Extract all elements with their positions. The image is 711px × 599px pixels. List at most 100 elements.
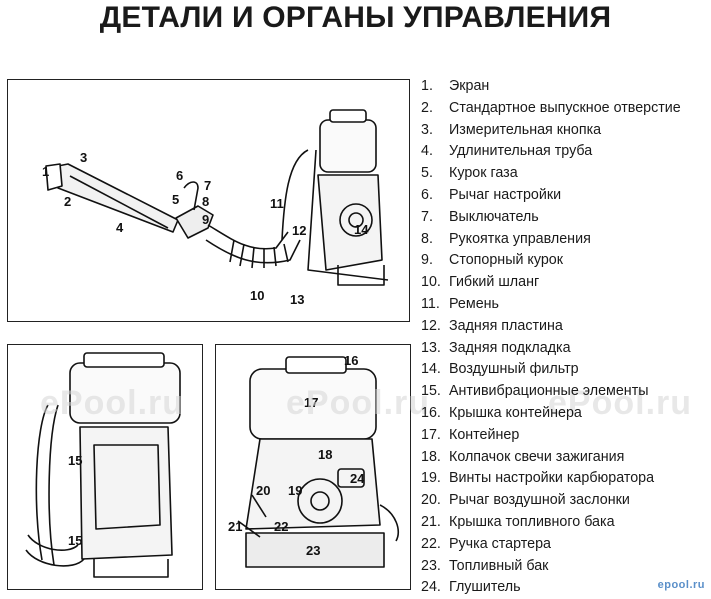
legend-item-label: Измерительная кнопка [449, 121, 602, 138]
blower-overview-illustration: 1 3 2 4 5 6 7 8 9 10 11 12 13 14 [42, 109, 389, 307]
callout-2: 2 [64, 194, 71, 209]
legend-item-number: 17. [421, 426, 441, 443]
legend-item-label: Стопорный курок [449, 252, 563, 269]
legend-item: 23. Топливный бак [421, 556, 711, 578]
legend-item: 13. Задняя подкладка [421, 338, 711, 360]
legend-item-number: 19. [421, 470, 441, 487]
legend-item-label: Крышка контейнера [449, 404, 582, 421]
callout-12: 12 [292, 223, 306, 238]
callout-5: 5 [172, 192, 179, 207]
blower-side-view-illustration: 15 15 [25, 352, 181, 578]
callout-15-lower: 15 [68, 533, 82, 548]
callout-4: 4 [116, 220, 124, 235]
legend-item: 8.Рукоятка управления [421, 229, 711, 251]
parts-legend-list: 1. Экран 2. Стандартное выпускное отверстие… [421, 76, 711, 599]
legend-item: 1. Экран [421, 76, 711, 98]
legend-item: 4. Удлинительная труба [421, 141, 711, 163]
legend-item-number: 22. [421, 535, 441, 552]
page-title: ДЕТАЛИ И ОРГАНЫ УПРАВЛЕНИЯ [99, 1, 612, 34]
legend-item-number: 2. [421, 99, 433, 116]
callout-11: 11 [270, 196, 284, 211]
legend-item-number: 23. [421, 557, 441, 574]
legend-item-label: Контейнер [449, 426, 520, 443]
legend-item: 20. Рычаг воздушной заслонки [421, 490, 711, 512]
legend-item: 18. Колпачок свечи зажигания [421, 447, 711, 469]
callout-23: 23 [306, 543, 320, 558]
legend-item-label: Рычаг воздушной заслонки [449, 492, 630, 509]
legend-item-label: Ремень [449, 295, 499, 312]
legend-item-number: 6. [421, 186, 433, 203]
callout-20: 20 [256, 483, 270, 498]
callout-22: 22 [274, 519, 288, 534]
legend-item: 15. Антивибрационные элементы [421, 381, 711, 403]
legend-item-number: 20. [421, 492, 441, 509]
legend-item-label: Глушитель [449, 579, 521, 596]
legend-item-label: Винты настройки карбюратора [449, 470, 655, 487]
callout-19: 19 [288, 483, 302, 498]
legend-item-label: Антивибрационные элементы [449, 383, 649, 400]
legend-item-label: Воздушный фильтр [449, 361, 579, 378]
legend-item: 7. Выключатель [421, 207, 711, 229]
legend-item: 24. Глушитель [421, 577, 711, 599]
diagram-rear-view-panel: 16 17 18 19 20 21 22 23 24 [215, 344, 411, 590]
callout-1: 1 [42, 164, 49, 179]
legend-item-number: 10. [421, 274, 441, 291]
callout-9: 9 [202, 212, 209, 227]
legend-item: 6. Рычаг настройки [421, 185, 711, 207]
legend-item: 3. Измерительная кнопка [421, 120, 711, 142]
callout-17: 17 [304, 395, 318, 410]
legend-item-label: Колпачок свечи зажигания [449, 448, 625, 465]
callout-6: 6 [176, 168, 183, 183]
legend-item-number: 9. [421, 252, 433, 269]
legend-item: 11. Ремень [421, 294, 711, 316]
legend-item-number: 7. [421, 208, 433, 225]
legend-item: 9. Стопорный курок [421, 250, 711, 272]
legend-item-number: 4. [421, 143, 433, 160]
legend-item: 2. Стандартное выпускное отверстие [421, 98, 711, 120]
legend-item-label: Курок газа [449, 165, 518, 182]
callout-14: 14 [354, 222, 369, 237]
legend-item-number: 13. [421, 339, 441, 356]
diagram-overview-panel: 1 3 2 4 5 6 7 8 9 10 11 12 13 14 [7, 79, 410, 322]
legend-item-number: 8. [421, 230, 433, 247]
callout-8: 8 [202, 194, 209, 209]
legend-item: 12. Задняя пластина [421, 316, 711, 338]
legend-item: 17. Контейнер [421, 425, 711, 447]
legend-item: 16. Крышка контейнера [421, 403, 711, 425]
legend-item-number: 12. [421, 317, 441, 334]
diagram-side-view-panel: 15 15 [7, 344, 203, 590]
legend-item-number: 24. [421, 579, 441, 596]
legend-item-label: Ручка стартера [449, 535, 551, 552]
callout-16: 16 [344, 353, 358, 368]
legend-item: 5. Курок газа [421, 163, 711, 185]
callout-18: 18 [318, 447, 332, 462]
legend-item-number: 18. [421, 448, 441, 465]
legend-item-label: Гибкий шланг [449, 274, 540, 291]
legend-item-label: Задняя пластина [449, 317, 563, 334]
legend-item-number: 1. [421, 78, 433, 94]
legend-item-label: Стандартное выпускное отверстие [449, 99, 681, 116]
legend-item-number: 3. [421, 121, 433, 138]
legend-item-label: Топливный бак [449, 557, 549, 574]
legend-item: 10. Гибкий шланг [421, 272, 711, 294]
legend-item-label: Выключатель [449, 208, 539, 225]
legend-item-label: Экран [449, 78, 490, 94]
legend-item-label: Задняя подкладка [449, 339, 571, 356]
legend-item-number: 16. [421, 404, 441, 421]
legend-item-number: 5. [421, 165, 433, 182]
legend-item-number: 14. [421, 361, 441, 378]
legend-item-number: 11. [421, 295, 440, 312]
legend-item-number: 21. [421, 513, 441, 530]
legend-item: 22. Ручка стартера [421, 534, 711, 556]
legend-item-label: Крышка топливного бака [449, 513, 615, 530]
callout-10: 10 [250, 288, 264, 303]
legend-item-number: 15. [421, 383, 441, 400]
legend-item: 21. Крышка топливного бака [421, 512, 711, 534]
callout-7: 7 [204, 178, 211, 193]
legend-item: 19. Винты настройки карбюратора [421, 468, 711, 490]
blower-rear-view-illustration: 16 17 18 19 20 21 22 23 24 [228, 353, 400, 568]
callout-13: 13 [290, 292, 304, 307]
legend-item: 14. Воздушный фильтр [421, 359, 711, 381]
legend-item-label: Удлинительная труба [449, 143, 593, 160]
legend-item-label: Рычаг настройки [449, 186, 562, 203]
